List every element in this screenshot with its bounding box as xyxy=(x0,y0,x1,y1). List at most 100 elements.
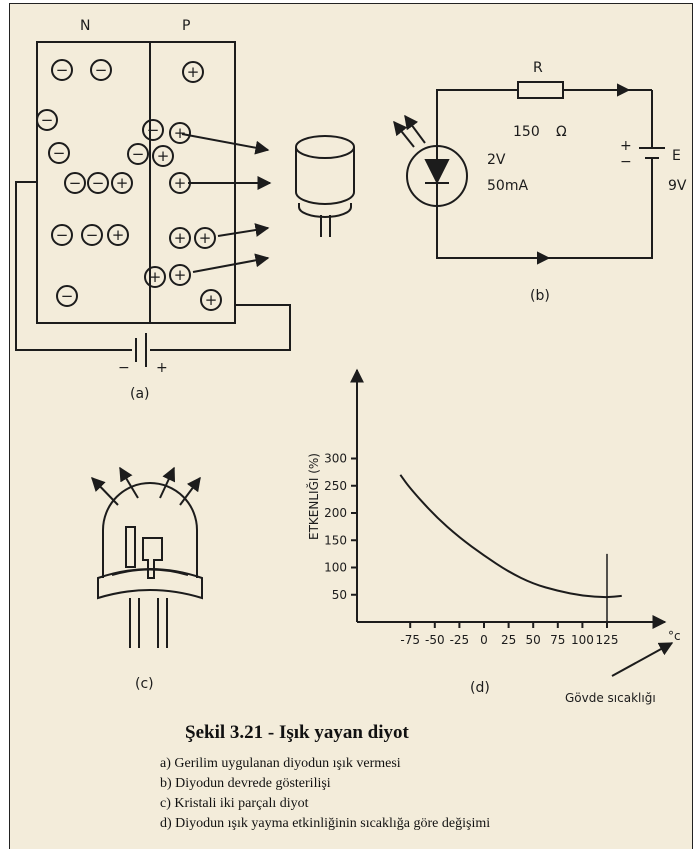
caption-item-a: a) Gerilim uygulanan diyodun ışık vermes… xyxy=(160,756,401,771)
crystal-right xyxy=(142,537,163,579)
hole-carrier: + xyxy=(107,224,129,246)
wire-left xyxy=(15,181,132,351)
electron-carrier: − xyxy=(51,59,73,81)
caption-item-c: c) Kristali iki parçalı diyot xyxy=(160,796,309,811)
carrier-sign: + xyxy=(174,229,187,247)
resistor xyxy=(517,81,564,99)
charge-carriers: −−+−−+−−+−−++−−+++++−+ xyxy=(36,59,222,311)
y-tick-label: 50 xyxy=(332,588,347,602)
carrier-sign: + xyxy=(116,174,129,192)
led-voltage: 2V xyxy=(487,152,506,168)
resistance-unit: Ω xyxy=(556,124,567,140)
battery-voltage-b: 9V xyxy=(668,178,687,194)
x-tick-label: -25 xyxy=(450,633,470,647)
hole-carrier: + xyxy=(169,227,191,249)
light-arrow-3 xyxy=(217,223,270,237)
light-ray-3 xyxy=(159,466,176,499)
battery-plus-sign: + xyxy=(156,360,168,376)
light-ray-1 xyxy=(91,476,119,506)
hole-carrier: + xyxy=(144,266,166,288)
light-arrow-1 xyxy=(181,133,270,155)
hole-carrier: + xyxy=(182,61,204,83)
current-arrow-top xyxy=(617,83,631,97)
hole-carrier: + xyxy=(169,264,191,286)
carrier-sign: + xyxy=(199,229,212,247)
carrier-sign: + xyxy=(205,291,218,309)
figure-canvas: −−+−−+−−+−−++−−+++++−+ N P − + (a) xyxy=(15,18,687,705)
x-tick-label: 125 xyxy=(596,633,619,647)
electron-carrier: − xyxy=(64,172,86,194)
figure-frame xyxy=(9,3,693,849)
resistor-label: R xyxy=(533,60,543,76)
carrier-sign: − xyxy=(95,61,108,79)
resistance-value: 150 xyxy=(513,124,540,140)
carrier-sign: − xyxy=(69,174,82,192)
caption-title: Şekil 3.21 - Işık yayan diyot xyxy=(185,722,409,743)
x-tick-label: 50 xyxy=(526,633,541,647)
led-dome xyxy=(102,482,198,578)
carrier-sign: − xyxy=(41,111,54,129)
carrier-sign: − xyxy=(56,61,69,79)
efficiency-curve xyxy=(399,474,622,599)
y-tick-label: 150 xyxy=(324,533,347,547)
hole-carrier: + xyxy=(194,227,216,249)
led-rim xyxy=(97,568,203,600)
caption-item-d: d) Diyodun ışık yayma etkinliğinin sıcak… xyxy=(160,816,491,831)
wire-top-left xyxy=(436,89,518,157)
hole-carrier: + xyxy=(152,145,174,167)
x-tick-label: 25 xyxy=(501,633,516,647)
y-tick-label: 200 xyxy=(324,506,347,520)
wire-right xyxy=(150,304,291,351)
carrier-sign: − xyxy=(132,145,145,163)
current-arrow-bottom xyxy=(537,251,551,265)
x-axis-unit: °c xyxy=(668,629,681,643)
diagram-a xyxy=(15,41,291,367)
caption-a: (a) xyxy=(130,386,150,402)
led-package-drawing xyxy=(295,135,355,237)
carrier-sign: + xyxy=(174,266,187,284)
p-region-label: P xyxy=(182,18,190,34)
caption-item-b: b) Diyodun devrede gösterilişi xyxy=(160,776,331,791)
diagram-b xyxy=(393,81,665,265)
hole-carrier: + xyxy=(169,172,191,194)
electron-carrier: − xyxy=(36,109,58,131)
carrier-sign: + xyxy=(174,124,187,142)
electron-carrier: − xyxy=(90,59,112,81)
led-current: 50mA xyxy=(487,178,528,194)
carrier-sign: + xyxy=(112,226,125,244)
caption-c: (c) xyxy=(135,676,154,692)
caption-b: (b) xyxy=(530,288,550,304)
battery-minus-sign: − xyxy=(118,360,130,376)
electron-carrier: − xyxy=(87,172,109,194)
x-tick-label: 0 xyxy=(480,633,488,647)
carrier-sign: + xyxy=(157,147,170,165)
battery-plus-sign-b: + xyxy=(620,138,632,154)
led-light-arrow-1 xyxy=(393,120,415,148)
battery-label-b: E xyxy=(672,148,681,164)
annotation-arrow xyxy=(611,642,674,677)
light-arrow-4 xyxy=(192,253,270,273)
wire-bottom xyxy=(436,158,653,259)
x-tick-label: 100 xyxy=(571,633,594,647)
electron-carrier: − xyxy=(127,143,149,165)
y-axis-label: ETKENLIĞI (%) xyxy=(306,453,321,540)
x-tick-label: -75 xyxy=(400,633,420,647)
carrier-sign: − xyxy=(92,174,105,192)
electron-carrier: − xyxy=(56,285,78,307)
y-tick-label: 250 xyxy=(324,479,347,493)
x-tick-label: -50 xyxy=(425,633,445,647)
crystal-left xyxy=(125,526,136,568)
light-ray-2 xyxy=(119,466,139,499)
hole-carrier: + xyxy=(169,122,191,144)
electron-carrier: − xyxy=(142,119,164,141)
carrier-sign: − xyxy=(56,226,69,244)
carrier-sign: + xyxy=(174,174,187,192)
battery-minus-sign-b: − xyxy=(620,154,632,170)
carrier-sign: − xyxy=(86,226,99,244)
diagram-c xyxy=(91,466,203,648)
hole-carrier: + xyxy=(111,172,133,194)
